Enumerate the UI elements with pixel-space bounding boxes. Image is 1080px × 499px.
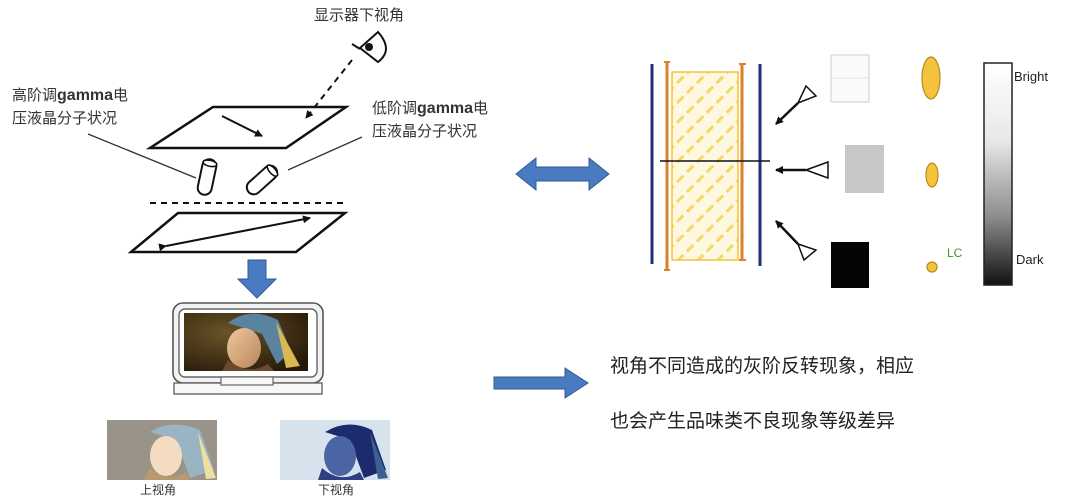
high-gamma-suffix: 电 <box>113 86 129 104</box>
low-gamma-prefix: 低阶调 <box>372 99 418 117</box>
low-gamma-label: 低阶调gamma电 压液晶分子状况 <box>372 97 488 142</box>
low-gamma-word: gamma <box>417 100 474 117</box>
line-of-sight <box>305 59 353 119</box>
right-arrow <box>493 367 589 399</box>
lc-molecule-high-gamma <box>196 158 218 196</box>
top-polarizer-arrow <box>221 115 263 137</box>
caption-line2: 也会产生品味类不良现象等级差异 <box>610 410 896 432</box>
low-gamma-pointer <box>287 136 363 171</box>
gray-swatches <box>830 54 884 288</box>
upper-view-image <box>107 420 217 480</box>
bottom-polarizer-arrow <box>158 215 311 252</box>
high-gamma-label: 高阶调gamma电 压液晶分子状况 <box>12 84 128 129</box>
dark-label: Dark <box>1016 252 1044 267</box>
lc-label: LC <box>947 246 963 260</box>
bottom-polarizer <box>127 211 349 254</box>
high-gamma-word: gamma <box>57 87 114 104</box>
high-gamma-prefix: 高阶调 <box>12 86 58 104</box>
eye-icon <box>351 30 387 64</box>
caption-line1: 视角不同造成的灰阶反转现象，相应 <box>610 355 915 377</box>
low-gamma-line2: 压液晶分子状况 <box>372 122 478 140</box>
lower-view-label: 下视角 <box>318 483 355 497</box>
upper-view-label: 上视角 <box>140 483 177 497</box>
double-arrow <box>515 156 610 192</box>
lc-molecule-low-gamma <box>245 164 279 196</box>
monitor <box>172 302 324 395</box>
lower-view-image <box>280 420 390 480</box>
bright-dark-gradient-bar <box>983 62 1013 286</box>
eye-label: 显示器下视角 <box>314 6 405 24</box>
lcd-panel <box>650 61 770 271</box>
light-cone-arrows <box>775 84 829 262</box>
down-arrow <box>236 259 278 299</box>
low-gamma-suffix: 电 <box>473 99 489 117</box>
high-gamma-pointer <box>87 133 197 179</box>
high-gamma-line2: 压液晶分子状况 <box>12 109 118 127</box>
bright-label: Bright <box>1014 69 1048 84</box>
top-polarizer <box>145 105 351 150</box>
lc-ellipses <box>921 56 941 273</box>
